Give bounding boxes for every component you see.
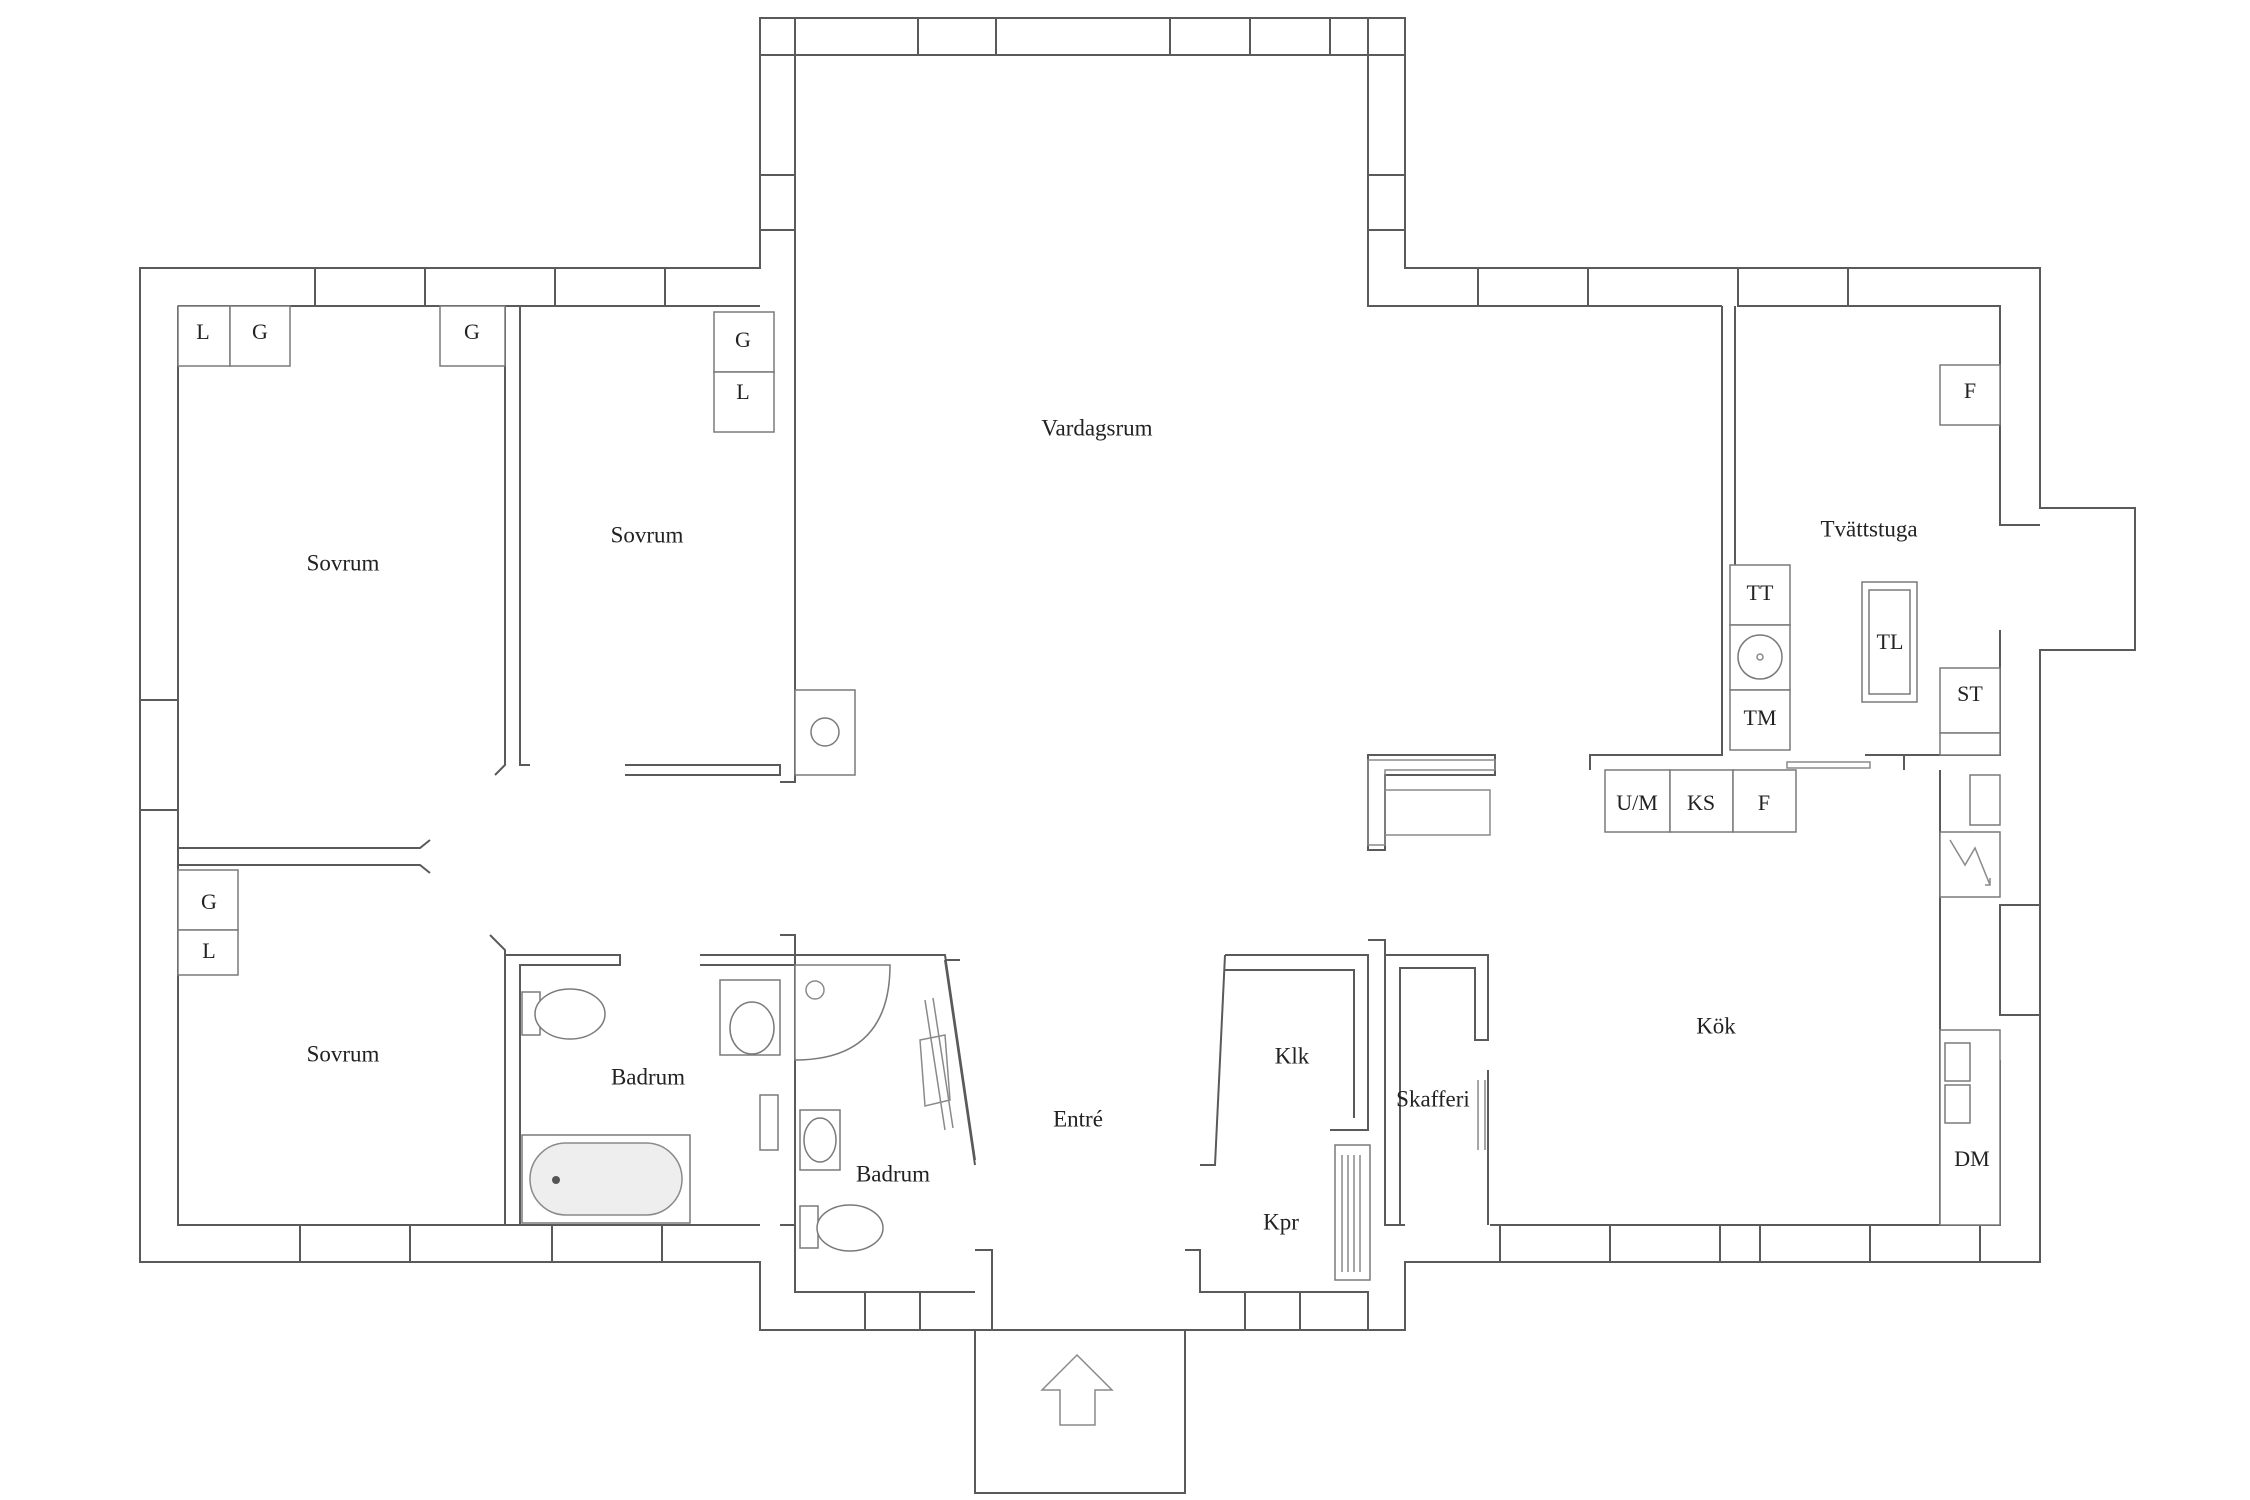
room-label-vardagsrum: Vardagsrum <box>1041 415 1152 440</box>
room-label-sovrum-3: Sovrum <box>307 1041 380 1066</box>
room-label-sovrum-1: Sovrum <box>307 550 380 575</box>
room-label-tvattstuga: Tvättstuga <box>1820 516 1917 541</box>
room-label-entre: Entré <box>1053 1106 1103 1131</box>
windows <box>139 17 2041 1331</box>
fixture-label-g: G <box>735 327 751 352</box>
fixture-label-tl: TL <box>1877 629 1904 654</box>
fixture-label-ks: KS <box>1687 790 1715 815</box>
fixture-label-l: L <box>196 319 209 344</box>
fixture-label-tt: TT <box>1747 580 1774 605</box>
room-labels: Vardagsrum Sovrum Sovrum Sovrum Badrum B… <box>307 415 1918 1234</box>
fixture-label-g: G <box>201 889 217 914</box>
door-swings <box>924 761 1871 1150</box>
fixture-label-f: F <box>1964 378 1976 403</box>
room-label-klk: Klk <box>1275 1043 1310 1068</box>
fixture-label-l: L <box>202 938 215 963</box>
fixture-label-um: U/M <box>1616 790 1658 815</box>
living-bench <box>1367 759 1496 846</box>
room-label-skafferi: Skafferi <box>1396 1086 1470 1111</box>
entry-arrow-icon <box>1040 1353 1114 1426</box>
room-label-kok: Kök <box>1696 1013 1736 1038</box>
fixture-label-l: L <box>736 379 749 404</box>
room-label-kpr: Kpr <box>1263 1209 1299 1234</box>
room-label-badrum-1: Badrum <box>611 1064 685 1089</box>
fixture-boxes <box>177 305 2001 1226</box>
fixture-label-tm: TM <box>1744 705 1777 730</box>
room-label-badrum-2: Badrum <box>856 1161 930 1186</box>
bathroom-2-fixtures <box>794 964 951 1252</box>
room-label-sovrum-2: Sovrum <box>611 522 684 547</box>
laundry-sink-drain-icon <box>1756 653 1764 661</box>
laundry-sink-icon <box>1737 634 1783 680</box>
outer-walls <box>139 17 2136 1494</box>
fixture-labels: L G G G L G L F TT TM TL ST U/M KS F DM <box>196 319 1989 1171</box>
kpr-radiator-icon <box>1334 1144 1371 1281</box>
fixture-label-g: G <box>464 319 480 344</box>
fixture-label-dm: DM <box>1954 1146 1989 1171</box>
bathroom-1-fixtures <box>521 979 781 1224</box>
fixture-label-st: ST <box>1957 681 1983 706</box>
fireplace <box>794 689 856 776</box>
fixture-label-g: G <box>252 319 268 344</box>
fixture-label-f: F <box>1758 790 1770 815</box>
